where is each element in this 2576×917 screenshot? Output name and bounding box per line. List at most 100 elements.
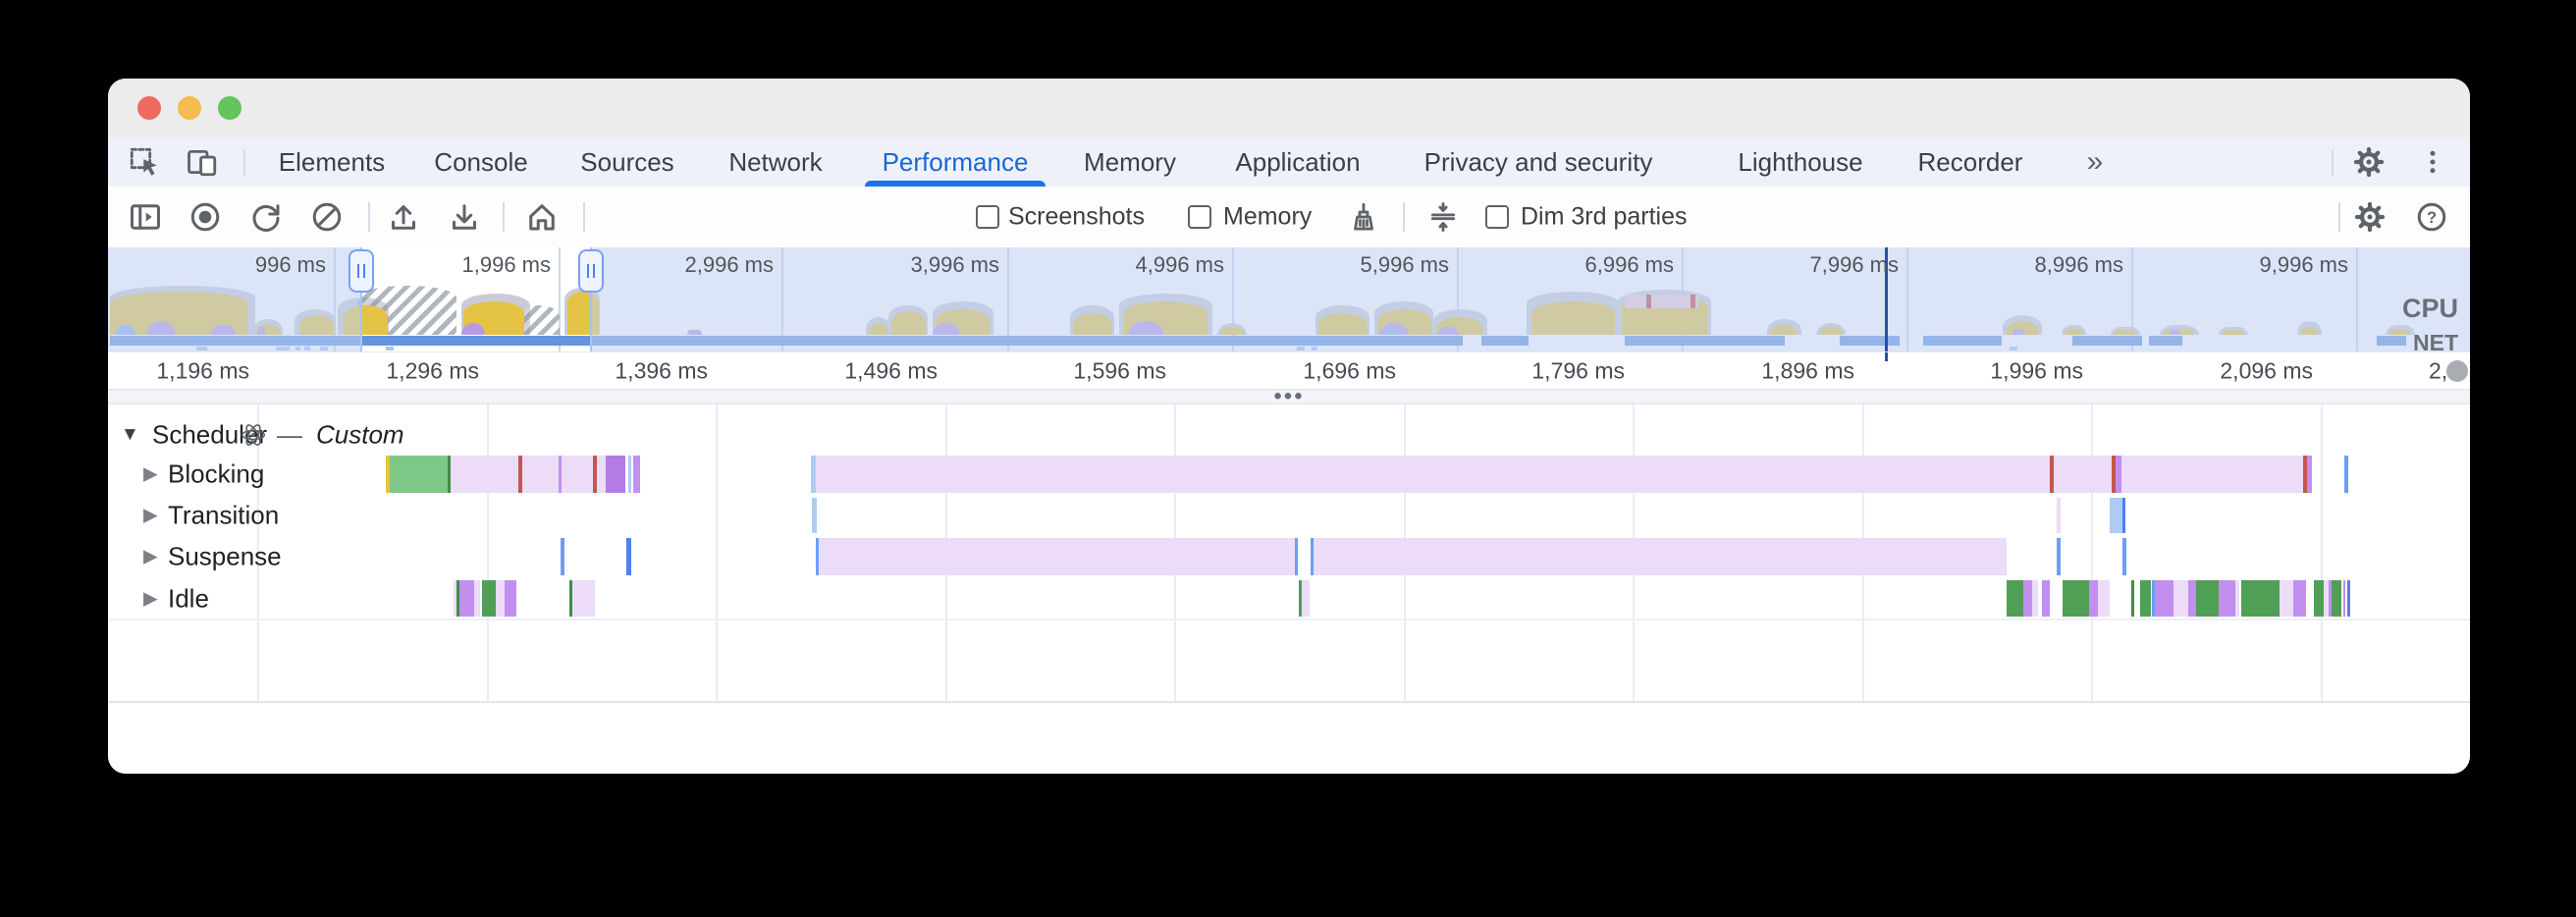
flame-bar-idle[interactable] xyxy=(2155,580,2174,617)
flame-bar-blocking[interactable] xyxy=(559,456,562,493)
tab-lighthouse[interactable]: Lighthouse xyxy=(1738,146,1863,177)
flame-bar-idle[interactable] xyxy=(2152,580,2155,617)
upload-icon[interactable] xyxy=(386,199,421,235)
flame-bar-idle[interactable] xyxy=(2219,580,2235,617)
row-expand-icon-blocking[interactable]: ▶ xyxy=(143,463,158,485)
flame-bar-idle[interactable] xyxy=(2324,580,2329,617)
tab-network[interactable]: Network xyxy=(728,146,823,177)
flame-bar-idle[interactable] xyxy=(2235,580,2239,617)
reload-icon[interactable] xyxy=(248,199,284,235)
flame-bar-transition[interactable] xyxy=(2057,498,2061,533)
gear-icon[interactable] xyxy=(2352,145,2386,179)
flame-bar-idle[interactable] xyxy=(2343,580,2345,617)
show-sidebar-icon[interactable] xyxy=(128,199,163,235)
tab-console[interactable]: Console xyxy=(434,146,528,177)
flame-bar-idle[interactable] xyxy=(482,580,496,617)
row-label-transition[interactable]: Transition xyxy=(168,500,280,530)
flame-bar-suspense[interactable] xyxy=(561,538,564,575)
flame-bar-blocking[interactable] xyxy=(628,456,631,493)
gc-brush-icon[interactable] xyxy=(1347,200,1380,234)
row-label-suspense[interactable]: Suspense xyxy=(168,541,282,571)
flame-bar-idle[interactable] xyxy=(2023,580,2032,617)
flame-bar-blocking[interactable] xyxy=(522,456,559,493)
row-expand-icon-suspense[interactable]: ▶ xyxy=(143,546,158,567)
flame-bar-idle[interactable] xyxy=(2188,580,2196,617)
flame-bar-idle[interactable] xyxy=(2140,580,2151,617)
row-expand-icon-transition[interactable]: ▶ xyxy=(143,505,158,526)
checkbox-screenshots[interactable] xyxy=(976,205,999,229)
device-toolbar-icon[interactable] xyxy=(186,145,219,179)
flame-bar-suspense[interactable] xyxy=(626,538,631,575)
traffic-light-close[interactable] xyxy=(137,96,161,120)
flame-bar-idle[interactable] xyxy=(2063,580,2089,617)
tab-elements[interactable]: Elements xyxy=(278,146,386,177)
flame-bar-suspense[interactable] xyxy=(816,538,819,575)
more-tabs-button[interactable]: » xyxy=(2086,145,2104,178)
flame-bar-transition[interactable] xyxy=(2110,498,2122,533)
flame-bar-idle[interactable] xyxy=(569,580,572,617)
flame-bar-idle[interactable] xyxy=(459,580,474,617)
flame-bar-suspense[interactable] xyxy=(1314,538,2007,575)
flame-bar-blocking[interactable] xyxy=(2054,456,2112,493)
scrollbar-thumb[interactable] xyxy=(2446,360,2468,382)
flame-bar-idle[interactable] xyxy=(496,580,505,617)
flame-bar-blocking[interactable] xyxy=(562,456,593,493)
tab-application[interactable]: Application xyxy=(1235,146,1361,177)
block-icon[interactable] xyxy=(309,199,345,235)
flame-bar-idle[interactable] xyxy=(2332,580,2341,617)
home-icon[interactable] xyxy=(524,199,560,235)
checkbox-label-memory[interactable]: Memory xyxy=(1223,202,1313,231)
inspect-icon[interactable] xyxy=(128,145,161,179)
flame-bar-suspense[interactable] xyxy=(819,538,1295,575)
selection-handle-right[interactable] xyxy=(578,249,604,293)
download-icon[interactable] xyxy=(447,199,482,235)
tab-memory[interactable]: Memory xyxy=(1084,146,1176,177)
flame-bar-idle[interactable] xyxy=(2089,580,2098,617)
tab-recorder[interactable]: Recorder xyxy=(1917,146,2023,177)
selection-right-edge[interactable] xyxy=(590,247,592,351)
flame-bar-blocking[interactable] xyxy=(811,456,816,493)
checkbox-label-screenshots[interactable]: Screenshots xyxy=(1008,202,1145,231)
flame-bar-blocking[interactable] xyxy=(2112,456,2116,493)
flame-bar-blocking[interactable] xyxy=(2307,456,2312,493)
flame-bar-blocking[interactable] xyxy=(2121,456,2303,493)
flame-bar-transition[interactable] xyxy=(2122,498,2125,533)
flame-bar-idle[interactable] xyxy=(2293,580,2306,617)
flame-bar-idle[interactable] xyxy=(2007,580,2023,617)
traffic-light-zoom[interactable] xyxy=(218,96,242,120)
flame-bar-blocking[interactable] xyxy=(2050,456,2054,493)
flame-bar-suspense[interactable] xyxy=(2057,538,2061,575)
help-icon[interactable]: ? xyxy=(2414,199,2449,235)
flame-bar-blocking[interactable] xyxy=(451,456,518,493)
flame-bar-idle[interactable] xyxy=(2098,580,2110,617)
flame-bar-blocking[interactable] xyxy=(448,456,451,493)
flame-bar-idle[interactable] xyxy=(2280,580,2293,617)
flame-bar-idle[interactable] xyxy=(1299,580,1302,617)
flame-bar-blocking[interactable] xyxy=(597,456,606,493)
row-label-idle[interactable]: Idle xyxy=(168,583,209,613)
flame-bar-idle[interactable] xyxy=(2196,580,2219,617)
flame-bar-idle[interactable] xyxy=(2329,580,2332,617)
tab-privacy-and-security[interactable]: Privacy and security xyxy=(1423,146,1653,177)
pane-resize-strip[interactable]: ••• xyxy=(108,383,2470,409)
tab-sources[interactable]: Sources xyxy=(580,146,674,177)
flame-bar-blocking[interactable] xyxy=(386,456,390,493)
checkbox-label-dim-3rd-parties[interactable]: Dim 3rd parties xyxy=(1521,202,1688,231)
flame-bar-suspense[interactable] xyxy=(1311,538,1314,575)
flame-bar-blocking[interactable] xyxy=(2116,456,2121,493)
row-expand-icon-idle[interactable]: ▶ xyxy=(143,588,158,609)
flame-bar-blocking[interactable] xyxy=(606,456,625,493)
flame-bar-idle[interactable] xyxy=(1302,580,1310,617)
track-collapse-icon[interactable]: ▼ xyxy=(121,424,139,445)
traffic-light-minimize[interactable] xyxy=(178,96,201,120)
flame-bar-idle[interactable] xyxy=(454,580,456,617)
tab-performance[interactable]: Performance xyxy=(882,146,1029,177)
flame-bar-idle[interactable] xyxy=(2314,580,2324,617)
flame-bar-blocking[interactable] xyxy=(518,456,522,493)
flame-bar-blocking[interactable] xyxy=(633,456,640,493)
gear-icon[interactable] xyxy=(2353,200,2387,234)
flame-bar-idle[interactable] xyxy=(2174,580,2188,617)
checkbox-memory[interactable] xyxy=(1188,205,1211,229)
flame-bar-idle[interactable] xyxy=(2347,580,2350,617)
